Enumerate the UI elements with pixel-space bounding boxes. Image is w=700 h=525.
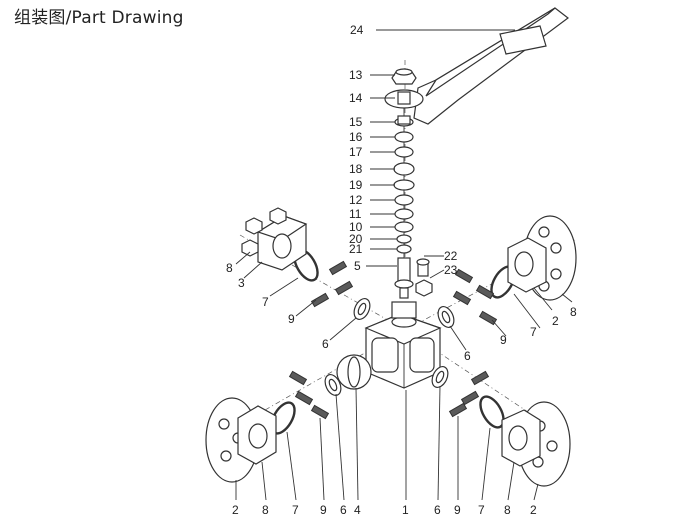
callout-11: 11: [349, 207, 362, 221]
callout-23: 23: [444, 263, 458, 277]
callout-labels: 24 13 14 15 16 17 18 19 12 11 10 20 21 5…: [226, 23, 577, 517]
ball: [336, 354, 372, 390]
callout-2-upper-right: 2: [552, 314, 559, 328]
bolts: [288, 260, 498, 420]
stop-parts: [415, 258, 433, 297]
flange-lr: [501, 401, 571, 487]
page-title: 组装图/Part Drawing: [14, 8, 184, 28]
gasket-lr: [479, 395, 505, 429]
callout-6-upper-left: 6: [322, 337, 329, 351]
ring-21: [396, 244, 412, 254]
callout-bottom-6-right: 6: [434, 503, 441, 517]
nut-ul-1: [245, 217, 263, 235]
callout-9-upper-left: 9: [288, 312, 295, 326]
washer-17: [394, 146, 414, 158]
valve-body: [364, 301, 442, 389]
callout-17: 17: [349, 145, 363, 159]
callout-14: 14: [349, 91, 363, 105]
handle-assembly: [384, 7, 569, 125]
stop-nut-23: [415, 279, 433, 297]
washer-11: [394, 208, 414, 220]
callout-5: 5: [354, 259, 361, 273]
washer-12: [394, 194, 414, 206]
stem-stack: [393, 108, 415, 299]
callout-bottom-6-left: 6: [340, 503, 347, 517]
callout-8-upper-right: 8: [570, 305, 577, 319]
callout-bottom-7-left: 7: [292, 503, 299, 517]
callout-8-upper-left: 8: [226, 261, 233, 275]
callout-16: 16: [349, 130, 363, 144]
callout-bottom-9-right: 9: [454, 503, 461, 517]
callout-20: 20: [349, 232, 363, 246]
callout-24: 24: [350, 23, 364, 37]
callout-18: 18: [349, 162, 363, 176]
nut-ul-3: [241, 239, 259, 257]
callout-bottom-4: 4: [354, 503, 361, 517]
flange-ur: [507, 215, 577, 301]
callout-22: 22: [444, 249, 458, 263]
washer-16: [394, 131, 414, 143]
callout-bottom-1: 1: [402, 503, 409, 517]
callout-12: 12: [349, 193, 363, 207]
leader-lines: [235, 29, 573, 501]
seats: [324, 298, 455, 396]
handle-grip: [499, 25, 547, 55]
callout-bottom-2-left: 2: [232, 503, 239, 517]
callout-bottom-8-right: 8: [504, 503, 511, 517]
callout-7-upper-right: 7: [530, 325, 537, 339]
callout-3: 3: [238, 276, 245, 290]
callout-bottom-2-right: 2: [530, 503, 537, 517]
flange-ll: [205, 397, 277, 483]
end-cap-ul: [241, 207, 308, 271]
washer-19: [393, 179, 415, 191]
nut-ul-2: [269, 207, 287, 225]
callout-13: 13: [349, 68, 363, 82]
washer-18: [393, 162, 415, 176]
callout-bottom-7-right: 7: [478, 503, 485, 517]
callout-bottom-9-left: 9: [320, 503, 327, 517]
callout-9-upper-right: 9: [500, 333, 507, 347]
callout-bottom-8-left: 8: [262, 503, 269, 517]
callout-19: 19: [349, 178, 363, 192]
washer-10: [394, 221, 414, 233]
callout-7-upper-left: 7: [262, 295, 269, 309]
ring-20: [396, 234, 412, 244]
callout-21: 21: [349, 242, 363, 256]
callout-10: 10: [349, 220, 363, 234]
callout-15: 15: [349, 115, 363, 129]
callout-6-upper-right: 6: [464, 349, 471, 363]
